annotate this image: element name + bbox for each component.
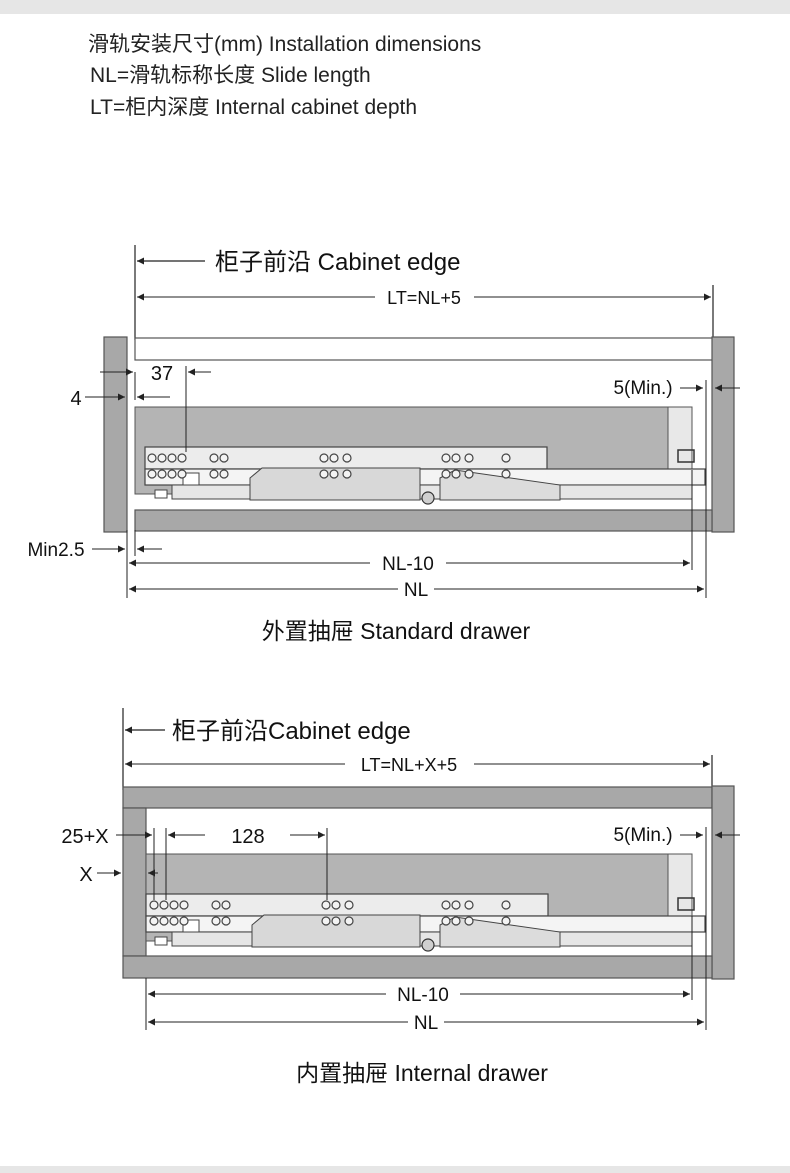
dim-5min-label: 5(Min.): [613, 378, 672, 399]
standard-drawer-caption: 外置抽屉 Standard drawer: [262, 618, 531, 644]
slide-rail: [144, 446, 706, 505]
dim-5min-label: 5(Min.): [613, 825, 672, 846]
cabinet-edge-label: 柜子前沿 Cabinet edge: [215, 249, 460, 276]
top-border: [0, 0, 790, 14]
dim-4-label: 4: [70, 388, 81, 410]
dim-25x-label: 25+X: [61, 826, 108, 848]
cabinet-top-panel: [122, 786, 713, 809]
dim-x-label: X: [79, 864, 92, 886]
cabinet-back-panel: [711, 785, 735, 980]
dim-37-label: 37: [151, 363, 173, 385]
header-line-install-dimensions: 滑轨安装尺寸(mm) Installation dimensions: [88, 33, 482, 56]
dim-min25-label: Min2.5: [27, 540, 84, 561]
cabinet-bottom-panel: [134, 509, 713, 532]
cabinet-back-panel: [711, 336, 735, 533]
standard-drawer-diagram: 柜子前沿 Cabinet edge LT=NL+5: [27, 245, 740, 644]
header-line-cabinet-depth: LT=柜内深度 Internal cabinet depth: [90, 96, 418, 119]
drawer-front-panel: [103, 336, 128, 533]
internal-drawer-caption: 内置抽屉 Internal drawer: [296, 1060, 548, 1086]
slide-rail: [145, 893, 706, 952]
header-line-slide-length: NL=滑轨标称长度 Slide length: [90, 64, 371, 87]
drawer-back-notch: [667, 853, 693, 917]
cabinet-bottom-panel: [122, 955, 713, 979]
dim-128-label: 128: [231, 826, 264, 848]
lt-dimension-label: LT=NL+5: [387, 288, 461, 308]
drawer-back-notch: [667, 406, 693, 470]
dim-nl10-label: NL-10: [382, 554, 434, 575]
internal-drawer-diagram: 柜子前沿Cabinet edge LT=NL+X+5: [61, 708, 740, 1086]
dim-nl-label: NL: [404, 580, 428, 601]
dim-nl-label: NL: [414, 1013, 438, 1034]
cabinet-edge-label: 柜子前沿Cabinet edge: [172, 718, 411, 745]
bottom-border: [0, 1166, 790, 1173]
cabinet-top-panel: [134, 337, 714, 361]
drawer-front-panel: [122, 807, 147, 957]
lt-dimension-label: LT=NL+X+5: [361, 755, 457, 775]
dim-nl10-label: NL-10: [397, 985, 449, 1006]
